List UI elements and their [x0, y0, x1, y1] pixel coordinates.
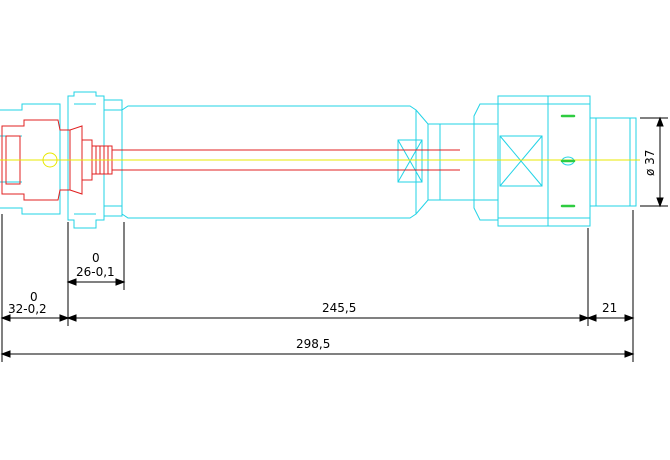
dim-32-lower: 32-0,2 [8, 302, 47, 316]
dim-32-upper: 0 [30, 290, 38, 304]
dim-26-upper: 0 [92, 251, 100, 265]
dim-298-label: 298,5 [296, 337, 330, 351]
dim-diameter-label: ø 37 [643, 150, 657, 176]
dim-26-lower: 26-0,1 [76, 265, 115, 279]
dim-21-label: 21 [602, 301, 617, 315]
dimension-lines [0, 116, 668, 362]
dim-245-label: 245,5 [322, 301, 356, 315]
knurl-marks [560, 114, 576, 208]
holder-outline [0, 91, 637, 229]
